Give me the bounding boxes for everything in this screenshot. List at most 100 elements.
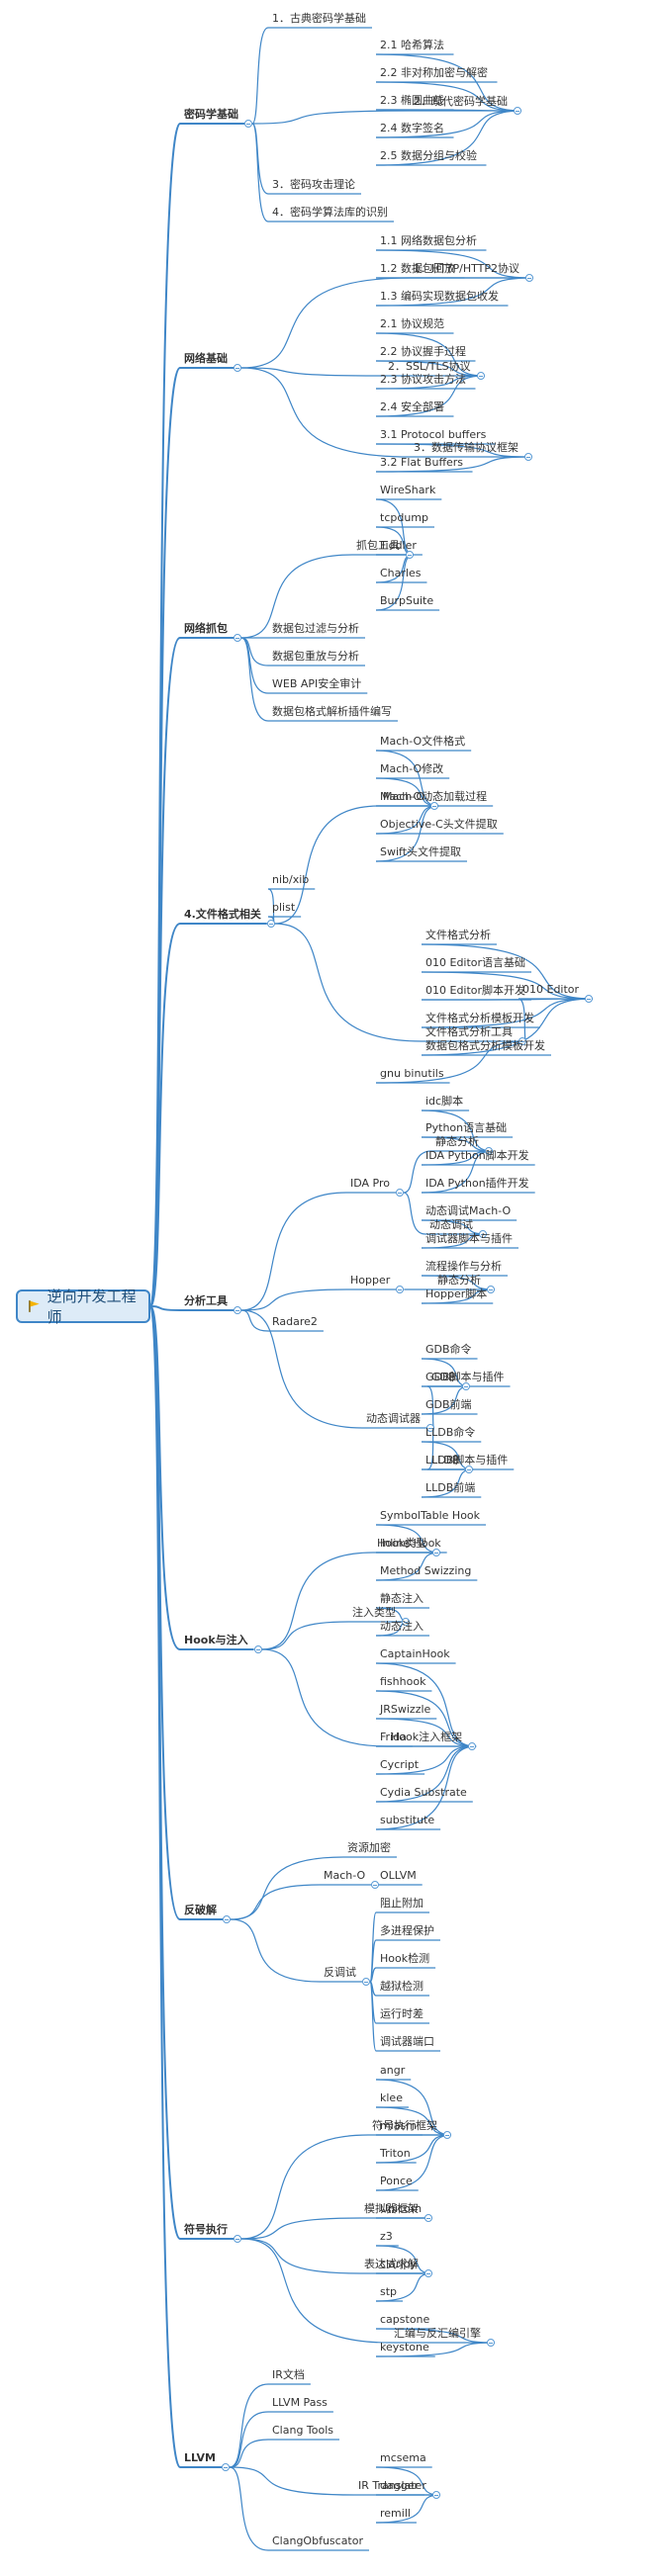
collapse-toggle-icon[interactable] [233,1306,241,1314]
mindmap-node[interactable]: 数据包重放与分析 [272,650,359,663]
mindmap-node[interactable]: 动态调试 [429,1218,473,1231]
mindmap-node[interactable]: IR文档 [272,2368,305,2381]
mindmap-node[interactable]: 1.2 数据包回放 [380,262,455,275]
collapse-toggle-icon[interactable] [431,2491,440,2499]
mindmap-node[interactable]: WEB API安全审计 [272,677,362,690]
mindmap-node[interactable]: Clang Tools [272,2424,334,2437]
mindmap-node[interactable]: 4．密码学算法库的识别 [272,206,388,219]
mindmap-node[interactable]: Hook与注入 [184,1634,248,1646]
mindmap-node[interactable]: Frida [380,1731,407,1743]
mindmap-node[interactable]: 符号执行框架 [372,2119,437,2132]
mindmap-node[interactable]: 3.2 Flat Buffers [380,456,464,469]
mindmap-node[interactable]: nib/xib [272,873,310,886]
mindmap-node[interactable]: substitute [380,1814,435,1826]
mindmap-node[interactable]: IR Translater [358,2479,426,2492]
mindmap-node[interactable]: LLDB [431,1454,460,1466]
mindmap-node[interactable]: 多进程保护 [380,1924,434,1937]
mindmap-node[interactable]: 越狱检测 [380,1980,424,1993]
mindmap-node[interactable]: 2.1 哈希算法 [380,39,444,51]
mindmap-node[interactable]: 动态调试Mach-O [425,1204,512,1217]
mindmap-node[interactable]: 流程操作与分析 [425,1260,502,1273]
mindmap-node[interactable]: Mach-O [324,1869,366,1882]
mindmap-node[interactable]: GDB命令 [425,1343,472,1356]
collapse-toggle-icon[interactable] [432,1549,441,1556]
mindmap-node[interactable]: claripy [380,2258,417,2270]
mindmap-node[interactable]: Method Swizzing [380,1564,472,1577]
collapse-toggle-icon[interactable] [395,1189,404,1197]
mindmap-node[interactable]: 2.5 数据分组与校验 [380,149,477,162]
mindmap-node[interactable]: IDA Python插件开发 [425,1177,529,1190]
mindmap-node[interactable]: 2.1 协议规范 [380,317,444,330]
collapse-toggle-icon[interactable] [425,1424,434,1432]
mindmap-node[interactable]: tcpdump [380,511,428,524]
mindmap-node[interactable]: miasm [380,2119,417,2132]
mindmap-node[interactable]: 2.3 协议攻击方法 [380,373,466,386]
root-node[interactable]: 逆向开发工程师 [16,1288,150,1326]
mindmap-node[interactable]: 010 Editor脚本开发 [425,984,526,997]
mindmap-node[interactable]: 资源加密 [347,1841,391,1854]
mindmap-node[interactable]: GDB [431,1371,456,1383]
mindmap-node[interactable]: Mach-O [383,790,425,803]
mindmap-node[interactable]: Python语言基础 [425,1121,508,1134]
mindmap-node[interactable]: 符号执行 [184,2223,228,2236]
mindmap-node[interactable]: 数据包格式解析插件编写 [272,705,392,718]
mindmap-node[interactable]: 模拟器框架 [364,2202,419,2215]
mindmap-node[interactable]: 1．古典密码学基础 [272,12,366,25]
mindmap-node[interactable]: 3.1 Protocol buffers [380,428,487,441]
mindmap-node[interactable]: Hook注入框架 [391,1731,463,1743]
mindmap-node[interactable]: stp [380,2285,398,2298]
collapse-toggle-icon[interactable] [266,920,275,928]
mindmap-node[interactable]: 3．密码攻击理论 [272,178,355,191]
collapse-toggle-icon[interactable] [221,2463,230,2471]
collapse-toggle-icon[interactable] [468,1742,477,1750]
collapse-toggle-icon[interactable] [396,1286,405,1293]
collapse-toggle-icon[interactable] [243,120,252,128]
mindmap-node[interactable]: 010 Editor [522,983,580,996]
mindmap-node[interactable]: 数据包过滤与分析 [272,622,359,635]
mindmap-node[interactable]: gnu binutils [380,1067,444,1080]
mindmap-node[interactable]: 1.3 编码实现数据包收发 [380,290,499,303]
mindmap-node[interactable]: 2．SSL/TLS协议 [388,360,471,373]
mindmap-node[interactable]: 文件格式分析 [425,929,491,941]
mindmap-node[interactable]: LLDB前端 [425,1481,476,1494]
mindmap-node[interactable]: 密码学基础 [184,108,238,121]
mindmap-node[interactable]: 动态调试器 [366,1412,421,1425]
collapse-toggle-icon[interactable] [513,107,521,115]
mindmap-node[interactable]: dagger [380,2479,419,2492]
mindmap-node[interactable]: Cycript [380,1758,420,1771]
mindmap-node[interactable]: 2.2 协议握手过程 [380,345,466,358]
mindmap-node[interactable]: Radare2 [272,1315,318,1328]
mindmap-node[interactable]: 文件格式分析模板开发 [425,1012,534,1024]
mindmap-node[interactable]: CaptainHook [380,1647,450,1660]
collapse-toggle-icon[interactable] [465,1466,474,1473]
collapse-toggle-icon[interactable] [523,453,532,461]
mindmap-node[interactable]: idc脚本 [425,1095,464,1108]
mindmap-node[interactable]: IDA Python脚本开发 [425,1149,529,1162]
mindmap-node[interactable]: 动态注入 [380,1620,424,1633]
collapse-toggle-icon[interactable] [518,1037,526,1045]
collapse-toggle-icon[interactable] [478,1230,487,1238]
mindmap-node[interactable]: z3 [380,2230,393,2243]
collapse-toggle-icon[interactable] [442,2131,451,2139]
mindmap-node[interactable]: 1．HTTP/HTTP2协议 [414,262,520,275]
collapse-toggle-icon[interactable] [484,1147,493,1155]
mindmap-node[interactable]: JRSwizzle [380,1703,431,1716]
collapse-toggle-icon[interactable] [405,551,414,559]
mindmap-node[interactable]: 阻止附加 [380,1897,424,1910]
mindmap-node[interactable]: BurpSuite [380,594,434,607]
mindmap-node[interactable]: 汇编与反汇编引擎 [394,2327,481,2340]
mindmap-node[interactable]: angr [380,2064,406,2077]
mindmap-node[interactable]: plist [272,901,296,914]
collapse-toggle-icon[interactable] [525,274,533,282]
collapse-toggle-icon[interactable] [486,1286,495,1293]
mindmap-node[interactable]: Hopper脚本 [425,1288,488,1300]
mindmap-node[interactable]: capstone [380,2313,430,2326]
collapse-toggle-icon[interactable] [361,1978,370,1986]
mindmap-node[interactable]: Ponce [380,2175,413,2187]
mindmap-node[interactable]: 静态注入 [380,1592,424,1605]
mindmap-node[interactable]: 1.1 网络数据包分析 [380,234,477,247]
mindmap-node[interactable]: Triton [380,2147,411,2160]
mindmap-node[interactable]: GDB前端 [425,1398,472,1411]
collapse-toggle-icon[interactable] [424,2269,432,2277]
mindmap-node[interactable]: 文件格式分析工具 [425,1025,513,1038]
